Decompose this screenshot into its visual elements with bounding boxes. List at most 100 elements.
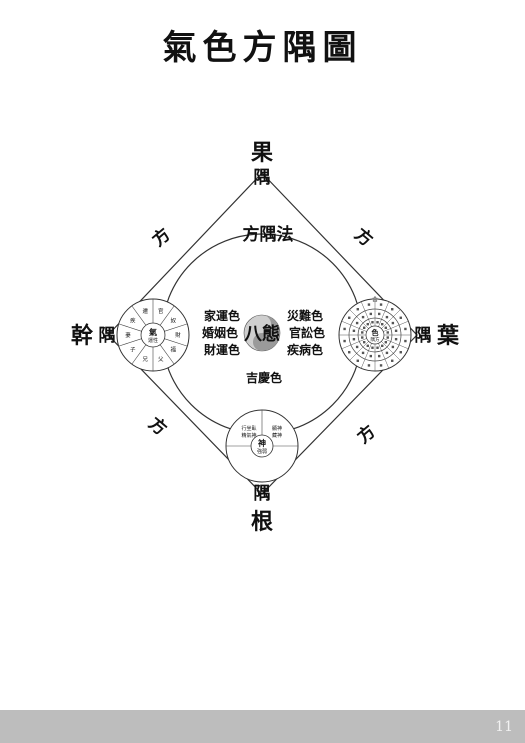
left-wheel-segment-label: 福 [170, 346, 176, 354]
corner-top-main: 果 [251, 140, 273, 166]
fang-bottom-left: 方 [144, 413, 171, 440]
fang-bottom-right: 方 [353, 421, 380, 448]
corner-left-main: 幹 [71, 323, 94, 349]
right-wheel-mark [355, 321, 359, 325]
right-wheel-center-main: 色 [372, 328, 379, 337]
left-wheel-center-main: 氣 [149, 327, 157, 337]
right-wheel-mark [369, 354, 373, 358]
left-wheel-segment-label: 官 [158, 307, 164, 315]
right-wheel-decor: ✿ [372, 295, 379, 304]
left-wheel-spoke [118, 323, 142, 332]
right-wheel-spoke [383, 320, 409, 332]
left-wheel-segment-label: 子 [130, 347, 136, 354]
left-wheel-spoke [118, 338, 142, 347]
bottom-seg-3: 顯神 [272, 425, 282, 432]
right-wheel-mark [366, 322, 369, 326]
corner-top-sub: 隅 [254, 168, 271, 188]
bottom-seg-2: 精氣神 [241, 432, 256, 439]
right-wheel-spoke [341, 338, 367, 350]
right-wheel-mark [391, 359, 394, 362]
left-wheel-spoke [131, 344, 147, 365]
left-wheel-segment-label: 財 [175, 331, 181, 339]
corner-right-main: 葉 [436, 323, 460, 349]
right-wheel-mark [356, 359, 359, 362]
right-wheel-mark [385, 351, 389, 355]
right-wheel-center-sub: 隅方 [371, 336, 380, 343]
right-wheel-mark [367, 364, 371, 367]
left-wheel-segment-label: 疾 [130, 316, 136, 324]
outer-diamond [107, 172, 418, 495]
right-wheel-mark [394, 329, 398, 333]
right-wheel-mark [362, 341, 366, 344]
color-right-1: 災難色 [287, 308, 323, 323]
fang-top-right: 方 [350, 224, 377, 251]
right-wheel-mark [385, 315, 389, 319]
right-wheel: 色 隅方 ✿ [338, 295, 412, 372]
left-wheel-segment-label: 父 [158, 356, 164, 363]
left-wheel-spoke [159, 305, 175, 326]
bottom-seg-1: 行坐臥 [241, 425, 256, 432]
right-wheel-spoke [360, 343, 372, 369]
right-wheel-mark [377, 312, 381, 316]
bottom-wheel-center-main: 神 [258, 438, 266, 448]
corner-bottom-main: 根 [251, 509, 273, 535]
right-wheel-mark [371, 321, 374, 324]
circle-label: 方隅法 [243, 224, 294, 245]
right-wheel-spoke [381, 309, 401, 329]
left-wheel-spoke [164, 338, 188, 347]
right-wheel-mark [361, 336, 364, 339]
right-wheel-mark [394, 337, 398, 341]
corner-left-sub: 隅 [99, 326, 116, 346]
right-wheel-mark [343, 339, 346, 343]
right-wheel-mark [404, 339, 407, 343]
right-wheel-mark [379, 303, 383, 306]
corner-right-sub: 隅 [415, 326, 432, 346]
right-wheel-mark [377, 354, 381, 358]
right-wheel-mark [391, 345, 395, 349]
right-wheel-mark [386, 331, 389, 334]
right-wheel-mark [352, 337, 356, 341]
right-wheel-mark [367, 303, 371, 306]
right-wheel-mark [355, 345, 359, 349]
bottom-wheel-center-sub: 強弱 [257, 448, 267, 455]
right-wheel-mark [361, 351, 365, 355]
right-wheel-mark [361, 315, 365, 319]
right-wheel-mark [391, 321, 395, 325]
right-wheel-mark [399, 351, 402, 354]
right-wheel-mark [362, 326, 366, 329]
bottom-seg-4: 藏神 [272, 432, 282, 439]
left-wheel-segment-label: 奴 [170, 316, 176, 324]
right-wheel-mark [352, 329, 356, 333]
left-wheel-segment-label: 兄 [143, 356, 149, 363]
center-taiji [243, 314, 281, 352]
right-wheel-mark [348, 351, 351, 354]
right-wheel-mark [399, 316, 402, 319]
right-wheel-mark [369, 312, 373, 316]
left-wheel-spoke [131, 305, 147, 326]
right-wheel-mark [381, 344, 384, 348]
left-wheel-spoke [164, 323, 188, 332]
color-left-2: 婚姻色 [202, 325, 238, 340]
corner-bottom-sub: 隅 [254, 484, 271, 504]
right-wheel-spoke [360, 301, 372, 327]
right-wheel-spoke [341, 320, 367, 332]
right-wheel-mark [348, 316, 351, 319]
color-right-2: 官訟色 [289, 325, 325, 340]
left-wheel-segment-label: 妻 [125, 331, 131, 339]
color-left-3: 財運色 [203, 342, 240, 357]
left-wheel-spoke [159, 344, 175, 365]
footer-bar: 11 [0, 710, 525, 743]
right-wheel-mark [356, 308, 359, 311]
fang-top-left: 方 [148, 224, 175, 251]
right-wheel-mark [366, 344, 369, 348]
right-wheel-spoke [349, 309, 369, 329]
right-wheel-mark [386, 336, 389, 339]
right-wheel-mark [384, 326, 388, 329]
right-wheel-mark [404, 327, 407, 331]
right-wheel-spoke [383, 338, 409, 350]
right-wheel-mark [376, 321, 379, 324]
right-wheel-mark [376, 346, 379, 349]
page-number: 11 [495, 719, 513, 735]
right-wheel-spoke [349, 341, 369, 361]
right-wheel-spoke [378, 343, 390, 369]
